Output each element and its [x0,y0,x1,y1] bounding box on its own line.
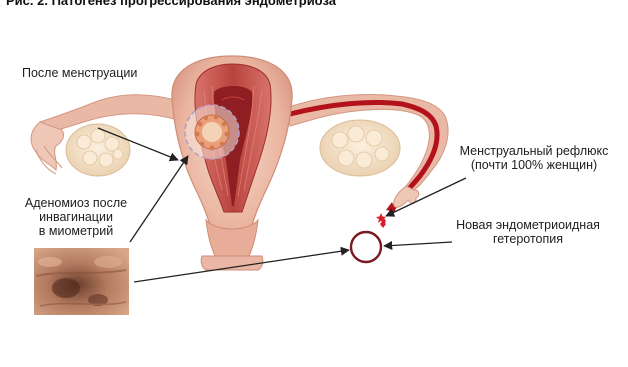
label-adenomyosis-line-3: в миометрий [14,224,138,238]
label-reflux-line-2: (почти 100% женщин) [448,158,620,172]
label-heterotopia-line-2: гетеротопия [440,232,616,246]
label-after-menstruation: После менструации [22,66,137,80]
label-adenomyosis: Аденомиоз после инвагинации в миометрий [14,196,138,238]
heterotopia-circle [351,232,381,262]
arrow-adenomyosis [130,156,188,242]
label-adenomyosis-line-1: Аденомиоз после [14,196,138,210]
left-fimbriae [31,122,64,170]
label-heterotopia-line-1: Новая эндометриоидная [440,218,616,232]
label-heterotopia: Новая эндометриоидная гетеротопия [440,218,616,246]
adenomyosis-photo [34,248,129,315]
label-adenomyosis-line-2: инвагинации [14,210,138,224]
label-reflux-line-1: Менструальный рефлюкс [448,144,620,158]
label-menstrual-reflux: Менструальный рефлюкс (почти 100% женщин… [448,144,620,172]
